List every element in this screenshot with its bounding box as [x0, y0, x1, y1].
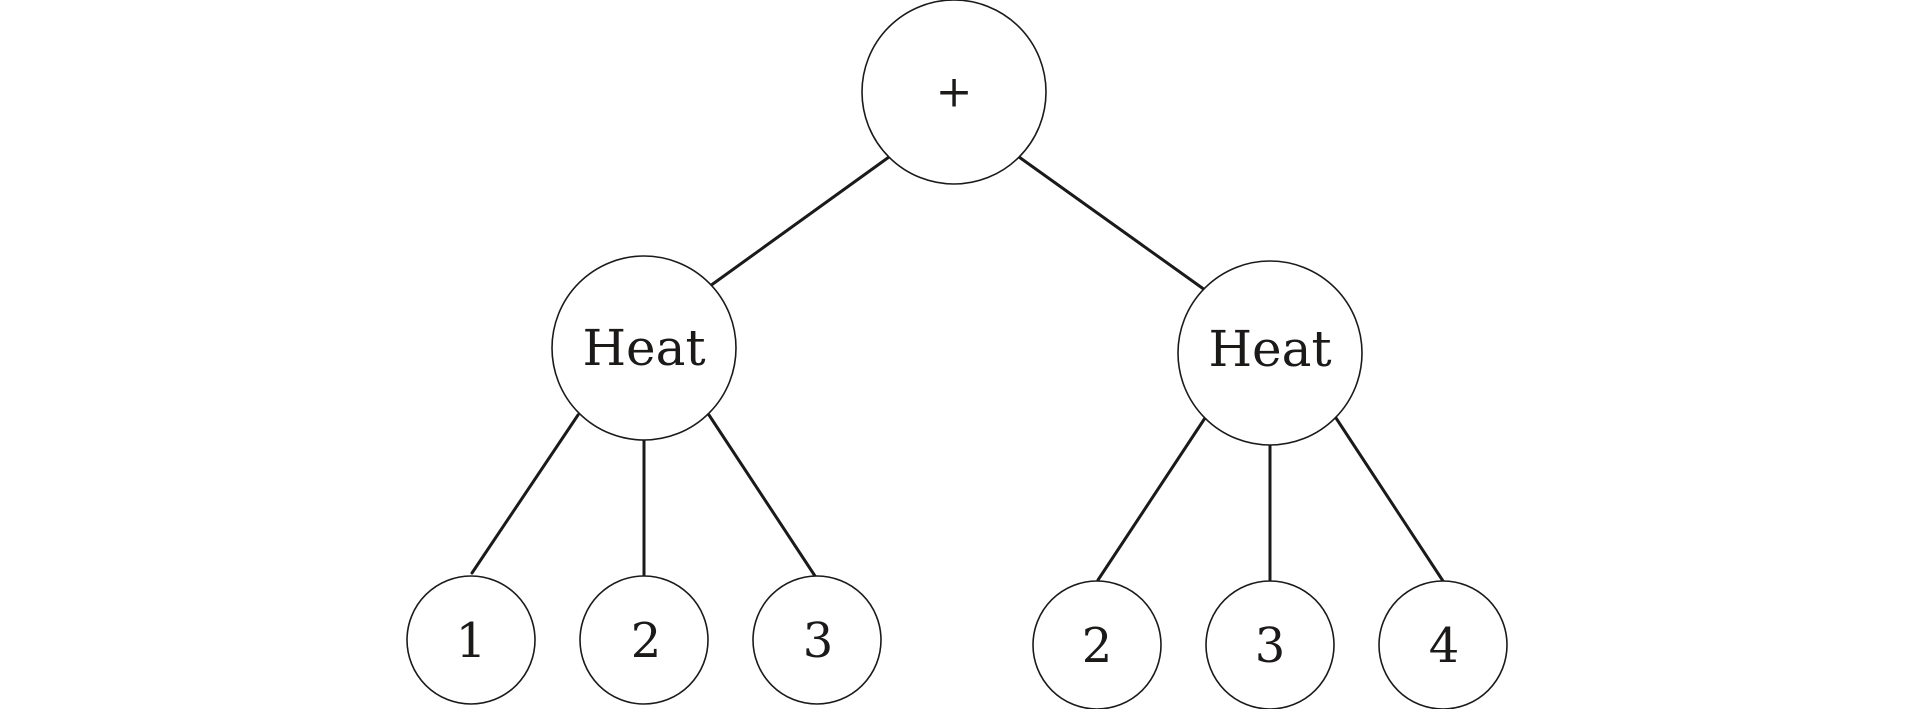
node-leaf-left-1: 1 — [406, 575, 536, 705]
node-heat-right-label: Heat — [1208, 320, 1331, 378]
edge-heat-left-to-leaf-3 — [707, 413, 817, 578]
node-root-circle — [861, 0, 1047, 185]
node-heat-right: Heat — [1177, 260, 1363, 446]
node-leaf-left-3-label: 3 — [803, 613, 834, 669]
tree-edges — [470, 155, 1445, 583]
node-heat-left-circle — [551, 255, 737, 441]
node-leaf-left-1-circle — [406, 575, 536, 705]
node-leaf-left-2-circle — [579, 575, 709, 705]
node-root-label: + — [936, 67, 973, 118]
node-leaf-right-2: 3 — [1205, 580, 1335, 709]
edge-root-to-heat-right — [1017, 155, 1207, 292]
edge-heat-left-to-leaf-1 — [470, 413, 580, 575]
node-leaf-right-3-label: 4 — [1429, 618, 1460, 674]
node-leaf-right-2-circle — [1205, 580, 1335, 709]
node-leaf-left-3-circle — [752, 575, 882, 705]
edge-heat-right-to-leaf-2 — [1096, 416, 1207, 582]
node-leaf-right-3-circle — [1378, 580, 1508, 709]
node-heat-left: Heat — [551, 255, 737, 441]
node-leaf-left-3: 3 — [752, 575, 882, 705]
edge-root-to-heat-left — [708, 155, 891, 288]
edge-heat-right-to-leaf-4 — [1334, 416, 1445, 583]
node-leaf-left-2-label: 2 — [631, 613, 662, 669]
node-leaf-left-2: 2 — [579, 575, 709, 705]
node-leaf-right-2-label: 3 — [1255, 618, 1286, 674]
node-leaf-right-1-circle — [1032, 580, 1162, 709]
node-leaf-left-1-label: 1 — [456, 613, 487, 669]
node-leaf-right-3: 4 — [1378, 580, 1508, 709]
node-leaf-right-1-label: 2 — [1082, 618, 1113, 674]
node-leaf-right-1: 2 — [1032, 580, 1162, 709]
node-root: + — [861, 0, 1047, 185]
node-heat-right-circle — [1177, 260, 1363, 446]
node-heat-left-label: Heat — [582, 319, 705, 377]
